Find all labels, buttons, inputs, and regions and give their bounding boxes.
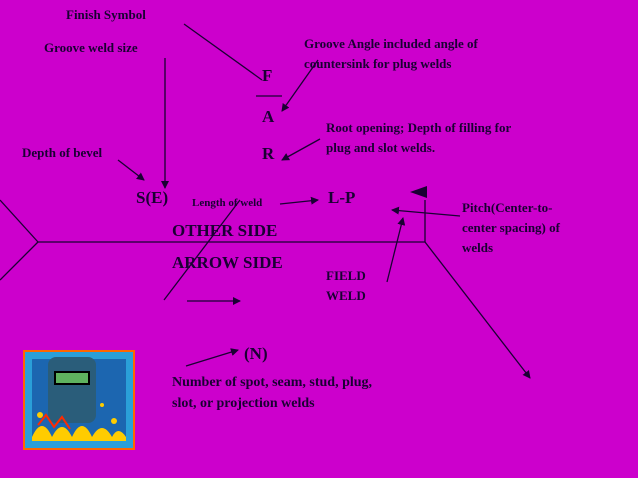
other-side-label: OTHER SIDE (172, 221, 278, 240)
length-pitch-label: L-P (328, 188, 356, 207)
field-weld-leader (386, 217, 406, 283)
angle-letter-a: A (262, 107, 275, 126)
number-of-welds-label-2: slot, or projection welds (172, 396, 315, 411)
number-of-welds-label-1: Number of spot, seam, stud, plug, (172, 375, 373, 390)
length-of-weld-leader (279, 196, 319, 205)
finish-symbol-label: Finish Symbol (66, 7, 146, 22)
root-opening-label-1: Root opening; Depth of filling for (326, 120, 512, 135)
depth-of-bevel-leader (117, 159, 145, 181)
field-weld-label-1: FIELD (326, 268, 366, 283)
number-n-label: (N) (244, 344, 268, 363)
groove-angle-label-2: countersink for plug welds (304, 56, 452, 71)
pitch-label-3: welds (462, 240, 494, 255)
arrow-side-label: ARROW SIDE (172, 253, 283, 272)
pitch-label-2: center spacing) of (462, 220, 560, 235)
depth-of-bevel-label: Depth of bevel (22, 145, 103, 160)
field-weld-label-2: WELD (326, 288, 366, 303)
length-of-weld-label: Length of weld (192, 197, 263, 209)
root-letter-r: R (262, 144, 275, 163)
field-weld-flag-icon (410, 186, 427, 198)
tail-upper (0, 199, 39, 243)
size-e-label: S(E) (136, 188, 169, 207)
other-arrow-side-divider (163, 199, 241, 301)
pitch-label-1: Pitch(Center-to- (462, 200, 553, 215)
n-leader (185, 348, 239, 367)
pitch-leader (391, 206, 461, 217)
groove-angle-leader (281, 59, 319, 112)
root-opening-leader (281, 138, 321, 161)
finish-symbol-leader (183, 23, 263, 81)
root-opening-label-2: plug and slot welds. (326, 140, 436, 155)
welder-mask-icon (23, 350, 135, 450)
tail-lower (0, 241, 39, 281)
arrow-line (424, 241, 531, 379)
groove-weld-size-label: Groove weld size (44, 40, 138, 55)
groove-angle-label-1: Groove Angle included angle of (304, 36, 478, 51)
finish-letter-f: F (262, 66, 273, 85)
